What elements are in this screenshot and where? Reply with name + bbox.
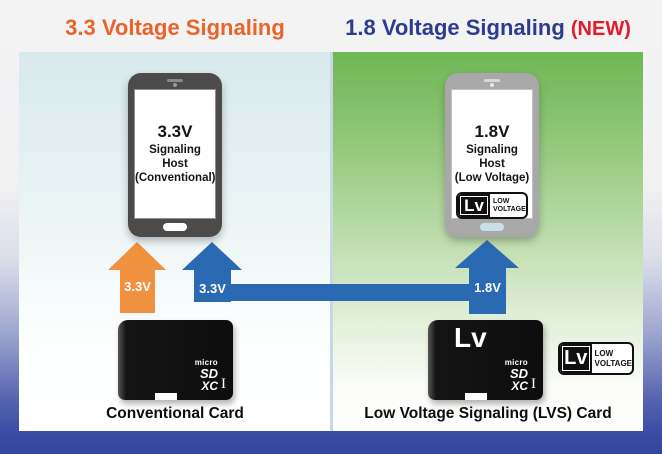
low-voltage-badge: Lv LOW VOLTAGE bbox=[456, 192, 528, 220]
blue-up-arrow-right-shaft: 1.8V bbox=[469, 267, 506, 314]
panel-divider bbox=[330, 52, 333, 431]
blue-up-arrow-left-head-icon bbox=[182, 242, 242, 270]
speaker-icon bbox=[484, 79, 500, 82]
screen-voltage-label: 3.3V bbox=[157, 122, 193, 141]
home-button-icon bbox=[480, 223, 504, 231]
low-voltage-badge-text: LOW VOLTAGE bbox=[592, 344, 632, 373]
microsdxc-logo-icon: micro SD XC I bbox=[194, 358, 226, 393]
card-lv-mark: Lv bbox=[454, 322, 487, 353]
logo-sd: SD bbox=[509, 366, 528, 381]
logo-xc: XC bbox=[511, 379, 528, 393]
lv-logo-icon: Lv bbox=[560, 344, 592, 373]
card-notch bbox=[155, 393, 177, 400]
card-notch bbox=[465, 393, 487, 400]
blue-arrow-left-voltage-label: 3.3V bbox=[199, 281, 226, 296]
phone-conventional: 3.3V Signaling Host (Conventional) bbox=[128, 73, 222, 237]
microsdxc-logo-icon: micro SD XC I bbox=[504, 358, 536, 393]
screen-voltage-label: 1.8V bbox=[474, 122, 510, 141]
screen-host-label: Signaling Host bbox=[149, 144, 201, 170]
heading-1-8-text: 1.8 Voltage Signaling bbox=[345, 15, 565, 40]
badge-word-low: LOW bbox=[594, 349, 614, 359]
orange-arrow-voltage-label: 3.3V bbox=[124, 279, 151, 294]
screen-type-label: (Low Voltage) bbox=[454, 171, 530, 184]
screen-host-label: Signaling Host bbox=[466, 144, 518, 170]
logo-sd: SD bbox=[199, 366, 218, 381]
low-voltage-badge-text: LOW VOLTAGE bbox=[490, 194, 526, 217]
phone-screen-conventional: 3.3V Signaling Host (Conventional) bbox=[134, 89, 216, 219]
uhs-i-mark: I bbox=[221, 376, 226, 392]
heading-1-8-voltage: 1.8 Voltage Signaling (NEW) bbox=[333, 15, 643, 45]
badge-word-low: LOW bbox=[493, 197, 510, 205]
new-badge: (NEW) bbox=[570, 18, 631, 40]
orange-up-arrow-head-icon bbox=[108, 242, 166, 270]
camera-icon bbox=[490, 83, 494, 87]
home-button-icon bbox=[163, 223, 187, 231]
badge-word-voltage: VOLTAGE bbox=[493, 205, 526, 213]
sd-card-lvs: Lv micro SD XC I bbox=[428, 320, 543, 400]
blue-up-arrow-right-head-icon bbox=[455, 240, 519, 268]
camera-icon bbox=[173, 83, 177, 87]
logo-xc: XC bbox=[201, 379, 218, 393]
screen-type-label: (Conventional) bbox=[135, 171, 216, 184]
blue-arrow-right-voltage-label: 1.8V bbox=[474, 280, 501, 295]
logo-micro: micro bbox=[504, 358, 528, 367]
lv-logo-icon: Lv bbox=[458, 194, 490, 218]
speaker-icon bbox=[167, 79, 183, 82]
microsdxc-logo-text: micro SD XC bbox=[504, 358, 528, 393]
phone-screen-low-voltage: 1.8V Signaling Host (Low Voltage) Lv LOW… bbox=[451, 89, 533, 220]
blue-up-arrow-left-shaft: 3.3V bbox=[194, 269, 231, 302]
blue-connector-bar bbox=[230, 284, 470, 301]
conventional-card-label: Conventional Card bbox=[106, 405, 244, 422]
badge-word-voltage: VOLTAGE bbox=[594, 358, 632, 368]
microsdxc-logo-text: micro SD XC bbox=[194, 358, 218, 393]
uhs-i-mark: I bbox=[531, 376, 536, 392]
sd-card-conventional: micro SD XC I bbox=[118, 320, 233, 400]
low-voltage-badge: Lv LOW VOLTAGE bbox=[558, 342, 634, 375]
orange-up-arrow-shaft: 3.3V bbox=[120, 269, 155, 313]
lvs-card-label: Low Voltage Signaling (LVS) Card bbox=[364, 405, 612, 422]
heading-3-3-voltage: 3.3 Voltage Signaling bbox=[65, 15, 285, 40]
phone-low-voltage: 1.8V Signaling Host (Low Voltage) Lv LOW… bbox=[445, 73, 539, 237]
logo-micro: micro bbox=[194, 358, 218, 367]
